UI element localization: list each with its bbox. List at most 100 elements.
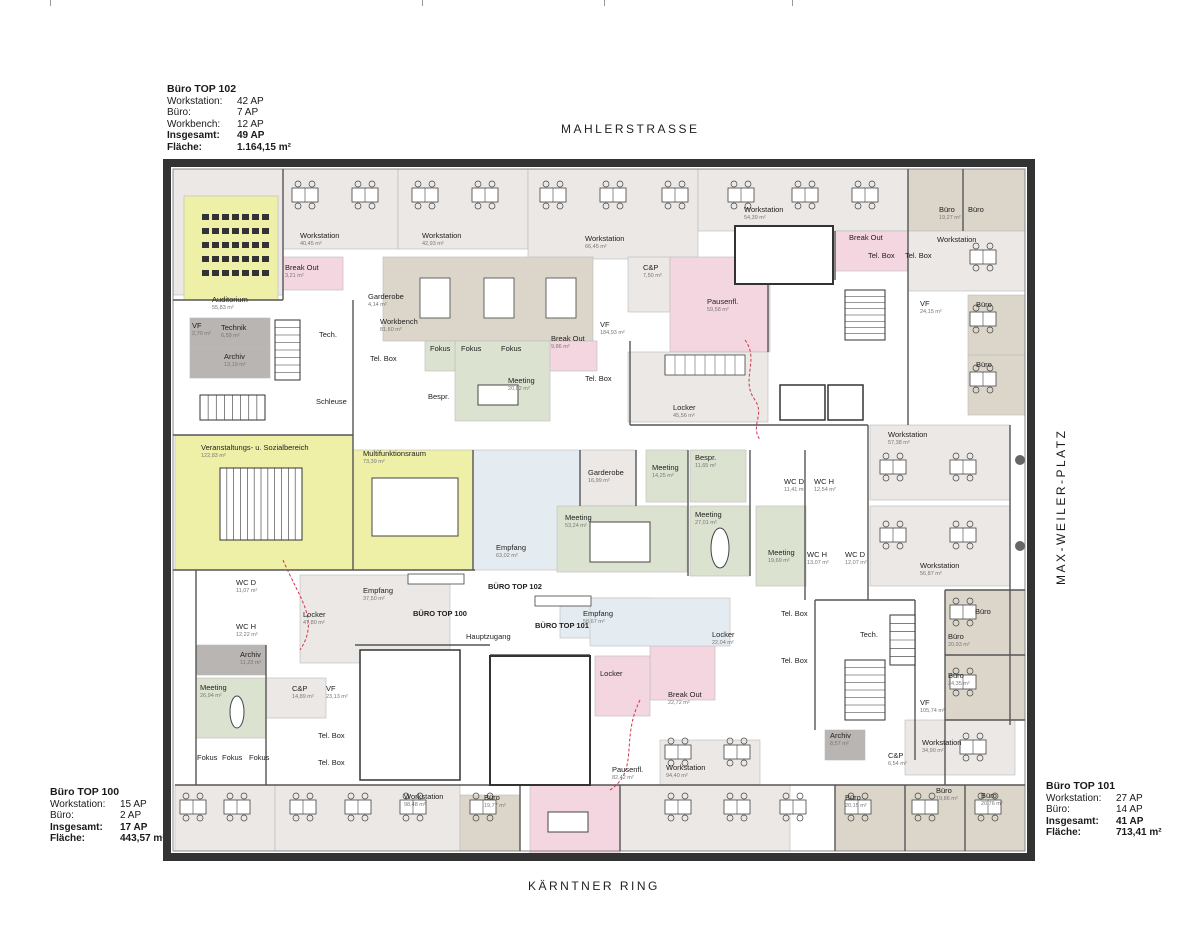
room-name: Workstation bbox=[585, 234, 624, 243]
room-name: Schleuse bbox=[316, 397, 347, 406]
room-name: Workstation bbox=[920, 561, 959, 570]
workbench-table bbox=[419, 277, 451, 319]
room-area-value: 59,58 m² bbox=[707, 307, 729, 313]
room-area bbox=[527, 168, 699, 260]
room-area-value: 98,48 m² bbox=[404, 802, 426, 808]
room-name: WC H bbox=[814, 477, 834, 486]
room-label: Fokus bbox=[430, 344, 451, 353]
room-name: Meeting bbox=[565, 513, 592, 522]
chair bbox=[664, 202, 672, 210]
room-name: Workstation bbox=[404, 792, 443, 801]
chair bbox=[986, 304, 994, 312]
zone-label-top101: BÜRO TOP 101 bbox=[535, 621, 589, 630]
chair bbox=[488, 202, 496, 210]
chair bbox=[226, 792, 234, 800]
auditorium-seat bbox=[242, 228, 249, 234]
chair bbox=[952, 667, 960, 675]
room-area-value: 122,83 m² bbox=[201, 453, 226, 459]
chair bbox=[928, 814, 936, 822]
room-name: Empfang bbox=[363, 586, 393, 595]
room-label: Pausenfl.59,58 m² bbox=[707, 297, 738, 313]
room-area-value: 12,22 m² bbox=[236, 632, 258, 638]
auditorium-seat bbox=[202, 228, 209, 234]
stair-block bbox=[889, 614, 916, 666]
chair bbox=[952, 520, 960, 528]
auditorium-seat bbox=[262, 214, 269, 220]
room-name: Tel. Box bbox=[318, 731, 345, 740]
info-value: 443,57 m² bbox=[120, 833, 166, 844]
room-name: Büro bbox=[939, 205, 955, 214]
chair bbox=[681, 759, 689, 767]
room-name: VF bbox=[920, 299, 930, 308]
room-label: WC D11,07 m² bbox=[236, 578, 257, 594]
room-name: Workstation bbox=[422, 231, 461, 240]
zone-labels: BÜRO TOP 102 BÜRO TOP 100 BÜRO TOP 101 H… bbox=[413, 582, 589, 641]
info-title: Büro TOP 100 bbox=[50, 786, 120, 798]
chair bbox=[744, 180, 752, 188]
core-curved bbox=[359, 649, 461, 781]
room-label: Schleuse bbox=[316, 397, 347, 406]
room-label: Tech. bbox=[319, 330, 337, 339]
chair bbox=[556, 180, 564, 188]
chair bbox=[740, 759, 748, 767]
room-label: Tel. Box bbox=[318, 731, 345, 740]
room-name: Archiv bbox=[224, 352, 245, 361]
room-name: Tel. Box bbox=[781, 656, 808, 665]
desk-cluster bbox=[974, 792, 1002, 822]
chair bbox=[782, 792, 790, 800]
room-name: Auditorium bbox=[212, 295, 248, 304]
room-name: Fokus bbox=[222, 753, 243, 762]
room-name: Garderobe bbox=[368, 292, 404, 301]
auditorium-seat bbox=[232, 270, 239, 276]
room-area bbox=[397, 168, 529, 250]
desk-cluster bbox=[599, 180, 627, 210]
ruler-tick bbox=[50, 0, 51, 6]
room-label: Fokus bbox=[249, 753, 270, 762]
room-label: C&P14,89 m² bbox=[292, 684, 314, 700]
room-area-value: 8,57 m² bbox=[830, 741, 849, 747]
auditorium-seat bbox=[232, 214, 239, 220]
chair bbox=[952, 474, 960, 482]
chair bbox=[294, 202, 302, 210]
chair bbox=[726, 814, 734, 822]
chair bbox=[667, 737, 675, 745]
room-area bbox=[649, 639, 716, 701]
desk-cluster bbox=[844, 792, 872, 822]
room-area-value: 13,19 m² bbox=[224, 362, 246, 368]
room-name: VF bbox=[600, 320, 610, 329]
info-value: 2 AP bbox=[120, 810, 142, 821]
room-area-value: 66,45 m² bbox=[585, 244, 607, 250]
chair bbox=[952, 619, 960, 627]
room-area-value: 19,69 m² bbox=[768, 558, 790, 564]
auditorium-seat bbox=[212, 270, 219, 276]
chair bbox=[354, 180, 362, 188]
room-label: Fokus bbox=[222, 753, 243, 762]
locker-row bbox=[534, 595, 592, 607]
room-name: Pausenfl. bbox=[707, 297, 738, 306]
auditorium-seat bbox=[222, 228, 229, 234]
room-name: Tel. Box bbox=[868, 251, 895, 260]
chair bbox=[226, 814, 234, 822]
desk-cluster bbox=[223, 792, 251, 822]
chair bbox=[667, 759, 675, 767]
auditorium-seat bbox=[202, 242, 209, 248]
room-name: VF bbox=[192, 321, 202, 330]
room-name: C&P bbox=[643, 263, 658, 272]
room-area bbox=[282, 168, 399, 250]
entrance-label: Hauptzugang bbox=[466, 632, 511, 641]
room-name: Workbench bbox=[380, 317, 418, 326]
zone-label-top102-a: BÜRO TOP 102 bbox=[488, 582, 542, 591]
auditorium-seat bbox=[232, 256, 239, 262]
room-label: Locker bbox=[600, 669, 623, 678]
desk-cluster bbox=[959, 732, 987, 762]
chair bbox=[681, 792, 689, 800]
